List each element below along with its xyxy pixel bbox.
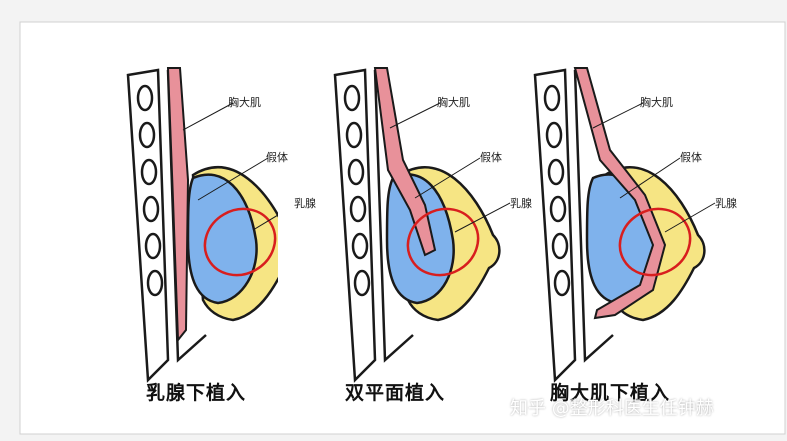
subglandular-illustration [126, 67, 299, 383]
dual-plane-illustration [333, 67, 511, 383]
label-pectoral: 胸大肌 [228, 96, 261, 109]
caption-dual-plane: 双平面植入 [345, 382, 446, 404]
label-implant: 假体 [266, 151, 288, 164]
label-pectoral: 胸大肌 [640, 96, 673, 109]
panel-subglandular: 胸大肌 假体 乳腺 乳腺下植入 [28, 0, 316, 437]
label-gland: 乳腺 [510, 197, 532, 210]
label-implant: 假体 [480, 151, 502, 164]
submuscular-illustration [533, 67, 716, 383]
label-implant: 假体 [680, 151, 702, 164]
caption-subglandular: 乳腺下植入 [146, 382, 247, 404]
panel-submuscular: 胸大肌 假体 乳腺 胸大肌下植入 [505, 0, 755, 437]
watermark: 知乎 @整形科医生任钟赫 [510, 398, 714, 419]
label-gland: 乳腺 [294, 197, 316, 210]
caption-submuscular: 胸大肌下植入 [550, 382, 671, 404]
panel-dual-plane: 胸大肌 假体 乳腺 双平面植入 [275, 0, 532, 437]
label-pectoral: 胸大肌 [437, 96, 470, 109]
label-gland: 乳腺 [715, 197, 737, 210]
